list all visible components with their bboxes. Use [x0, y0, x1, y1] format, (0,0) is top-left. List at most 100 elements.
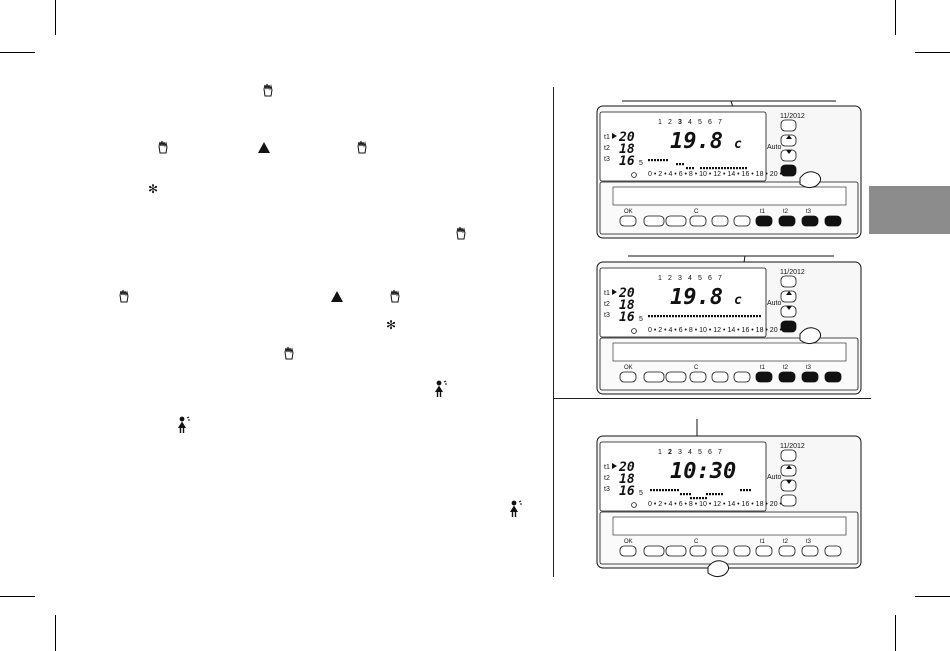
device-button — [733, 371, 751, 383]
down-arrow-icon — [786, 306, 792, 310]
setpoint-temperature: 20 — [618, 286, 635, 301]
program-block — [717, 315, 719, 318]
column-divider — [553, 87, 554, 577]
program-block — [744, 315, 746, 318]
program-block — [729, 315, 731, 318]
program-block — [657, 159, 659, 162]
crop-mark — [55, 0, 56, 35]
device-button — [755, 371, 773, 383]
program-block — [656, 489, 658, 492]
side-label: Auto — [767, 474, 782, 481]
device-button — [689, 215, 707, 227]
device-button-label: t2 — [783, 209, 789, 215]
program-block — [672, 315, 674, 318]
program-block — [686, 493, 688, 496]
row-label: t1 — [604, 290, 610, 297]
program-block — [671, 489, 673, 492]
crop-mark — [915, 52, 950, 53]
hand-pointer-icon — [283, 346, 296, 360]
program-block — [718, 167, 720, 170]
program-block — [730, 167, 732, 170]
program-block — [705, 315, 707, 318]
clock-icon — [631, 502, 637, 508]
side-button — [780, 494, 797, 507]
program-block — [668, 489, 670, 492]
program-block — [700, 167, 702, 170]
side-label: 11/2012 — [780, 269, 805, 276]
clock-icon — [631, 328, 637, 334]
side-button — [780, 449, 797, 462]
program-block — [738, 315, 740, 318]
up-arrow-icon — [786, 465, 792, 469]
program-block — [677, 489, 679, 492]
row-label: t2 — [604, 301, 610, 308]
program-block — [739, 167, 741, 170]
main-display: 10:30 — [670, 459, 736, 484]
device-button-label: t2 — [783, 539, 789, 545]
day-number: 5 — [698, 449, 702, 456]
day-number: 6 — [708, 119, 712, 126]
device-button — [689, 545, 707, 557]
device-button — [778, 215, 796, 227]
program-block — [742, 167, 744, 170]
program-block — [749, 489, 751, 492]
program-block — [686, 167, 688, 170]
day-number: 2 — [668, 275, 672, 282]
crop-mark — [895, 615, 896, 651]
program-block — [662, 489, 664, 492]
program-block — [740, 489, 742, 492]
clock-icon — [631, 172, 637, 178]
program-block — [712, 493, 714, 496]
down-arrow-icon — [786, 150, 792, 154]
program-block — [660, 159, 662, 162]
program-block — [680, 493, 682, 496]
program-block — [681, 315, 683, 318]
side-button — [780, 164, 797, 177]
device-button — [619, 215, 637, 227]
day-number: 6 — [708, 449, 712, 456]
setpoint-temperature: 16 — [619, 484, 635, 499]
program-block — [720, 315, 722, 318]
up-arrow-icon — [786, 135, 792, 139]
day-number: 1 — [658, 119, 662, 126]
device-button-label: t3 — [806, 539, 812, 545]
day-number: 5 — [698, 275, 702, 282]
program-block — [702, 497, 704, 500]
hand-pointer-icon — [157, 140, 170, 154]
up-triangle-icon — [331, 291, 343, 302]
snowflake-icon: ✻ — [386, 318, 397, 332]
program-block — [750, 315, 752, 318]
snowflake-icon: ✻ — [148, 182, 159, 196]
program-block — [712, 167, 714, 170]
device-button — [824, 215, 842, 227]
row-label: t2 — [604, 145, 610, 152]
program-block — [733, 167, 735, 170]
day-number: 2 — [668, 119, 672, 126]
day-number: 4 — [688, 275, 692, 282]
device-button-label: C — [694, 365, 699, 371]
program-block — [708, 315, 710, 318]
program-block — [663, 315, 665, 318]
program-block — [721, 167, 723, 170]
device-button — [665, 215, 687, 227]
program-block — [705, 497, 707, 500]
device-button — [733, 545, 751, 557]
device-button — [619, 371, 637, 383]
device-button-label: t1 — [760, 539, 766, 545]
program-block — [715, 167, 717, 170]
day-number: 1 — [658, 449, 662, 456]
program-block — [654, 159, 656, 162]
side-button — [780, 464, 797, 477]
side-button — [780, 290, 797, 303]
program-block — [660, 315, 662, 318]
timeline-labels: 0 • 2 • 4 • 6 • 8 • 10 • 12 • 14 • 16 • … — [648, 327, 797, 334]
setpoint-temperature: 20 — [618, 130, 635, 145]
device-button-label: C — [694, 539, 699, 545]
device-button — [755, 215, 773, 227]
day-number: 2 — [668, 449, 672, 456]
row-label: t3 — [604, 486, 610, 493]
down-arrow-icon — [786, 480, 792, 484]
